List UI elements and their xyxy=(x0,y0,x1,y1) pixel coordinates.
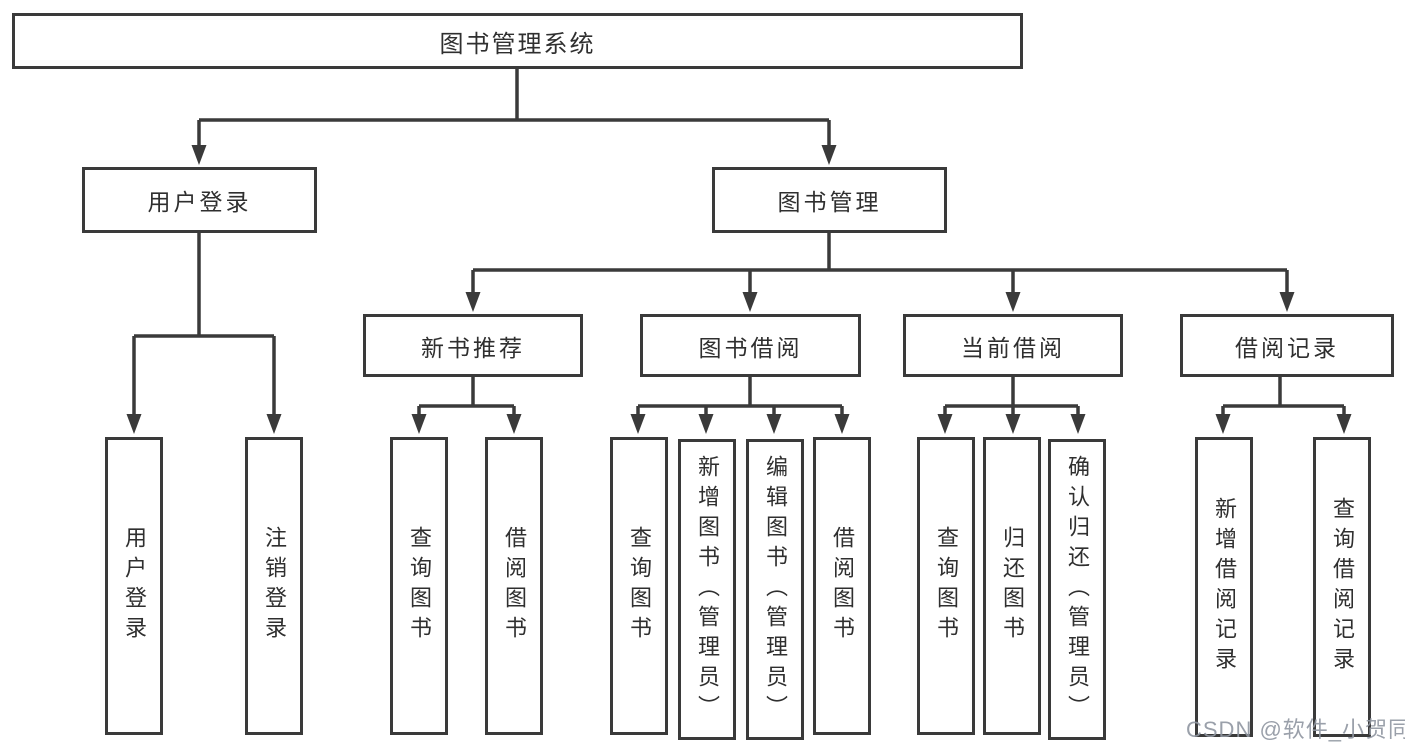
leaf-bb-add-books-admin: 新增图书（管理员） xyxy=(678,439,736,740)
leaf-nbr-query-books-label: 查询图书 xyxy=(407,526,432,646)
node-current-borrowing-label: 当前借阅 xyxy=(961,334,1065,361)
node-borrowing-records-label: 借阅记录 xyxy=(1235,334,1339,361)
leaf-br-add-record: 新增借阅记录 xyxy=(1195,437,1253,737)
leaf-bb-edit-books-admin: 编辑图书（管理员） xyxy=(746,439,804,740)
leaf-bb-borrow-books-label: 借阅图书 xyxy=(830,526,855,646)
leaf-br-query-record: 查询借阅记录 xyxy=(1313,437,1371,737)
node-book-borrowing-label: 图书借阅 xyxy=(698,334,803,361)
leaf-br-query-record-label: 查询借阅记录 xyxy=(1330,497,1355,677)
node-new-book-recommendation-label: 新书推荐 xyxy=(421,334,525,361)
node-user-login: 用户登录 xyxy=(82,167,317,233)
leaf-cb-query-books: 查询图书 xyxy=(917,437,975,735)
node-root-label: 图书管理系统 xyxy=(439,30,596,58)
node-current-borrowing: 当前借阅 xyxy=(903,314,1123,377)
leaf-logout: 注销登录 xyxy=(245,437,303,735)
leaf-nbr-borrow-books-label: 借阅图书 xyxy=(502,526,527,646)
node-book-borrowing: 图书借阅 xyxy=(640,314,861,377)
leaf-cb-return-books-label: 归还图书 xyxy=(1000,526,1025,646)
leaf-bb-query-books: 查询图书 xyxy=(610,437,668,735)
leaf-bb-query-books-label: 查询图书 xyxy=(627,526,652,646)
leaf-bb-add-books-admin-label: 新增图书（管理员） xyxy=(695,454,720,725)
leaf-bb-edit-books-admin-label: 编辑图书（管理员） xyxy=(763,454,788,725)
leaf-bb-borrow-books: 借阅图书 xyxy=(813,437,871,735)
node-book-management: 图书管理 xyxy=(712,167,947,233)
node-borrowing-records: 借阅记录 xyxy=(1180,314,1394,377)
node-new-book-recommendation: 新书推荐 xyxy=(363,314,583,377)
leaf-cb-confirm-return-admin: 确认归还（管理员） xyxy=(1048,439,1106,740)
leaf-logout-label: 注销登录 xyxy=(262,526,287,646)
leaf-user-login-label: 用户登录 xyxy=(122,526,147,646)
node-root: 图书管理系统 xyxy=(12,13,1023,69)
leaf-user-login: 用户登录 xyxy=(105,437,163,735)
leaf-cb-confirm-return-admin-label: 确认归还（管理员） xyxy=(1065,454,1090,725)
leaf-cb-query-books-label: 查询图书 xyxy=(934,526,959,646)
watermark-text: CSDN @软件_小贺同学 xyxy=(1186,717,1405,742)
leaf-nbr-query-books: 查询图书 xyxy=(390,437,448,735)
node-user-login-label: 用户登录 xyxy=(147,189,252,215)
node-book-management-label: 图书管理 xyxy=(777,189,882,215)
leaf-cb-return-books: 归还图书 xyxy=(983,437,1041,735)
leaf-nbr-borrow-books: 借阅图书 xyxy=(485,437,543,735)
leaf-br-add-record-label: 新增借阅记录 xyxy=(1212,497,1237,677)
